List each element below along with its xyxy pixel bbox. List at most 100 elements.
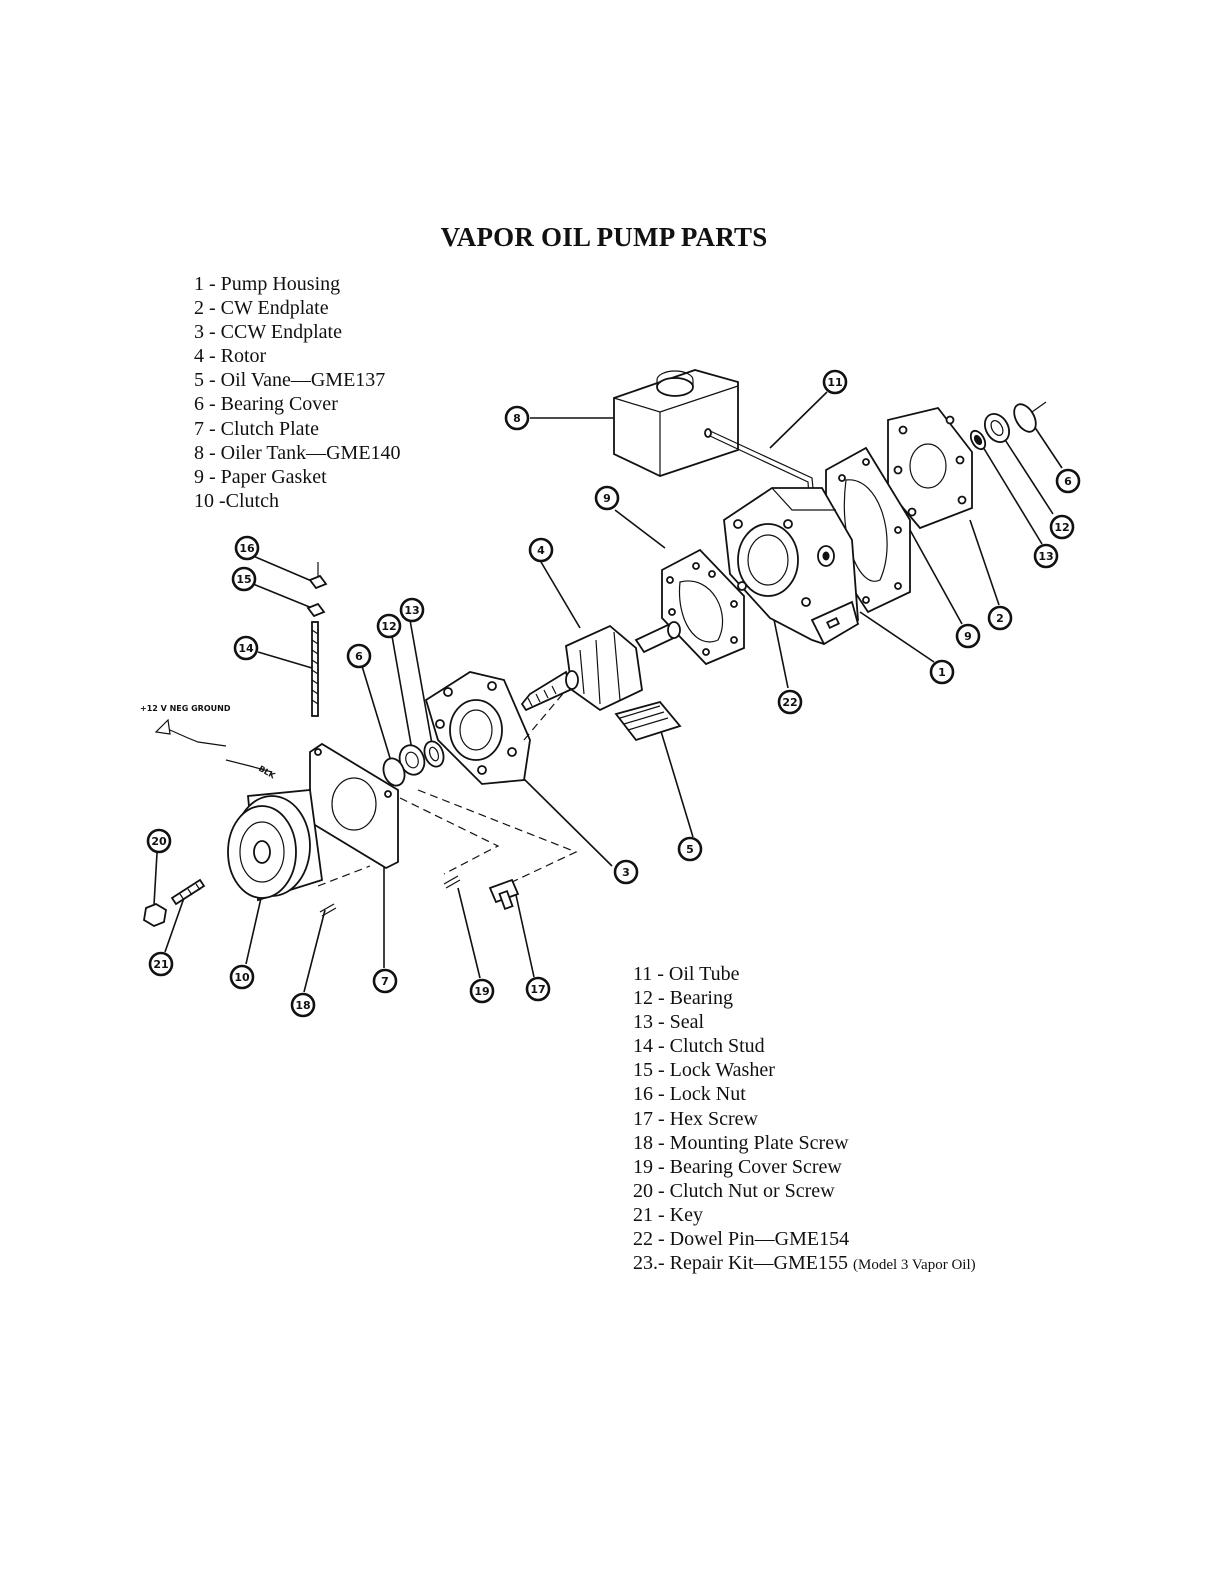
part-item: 23.- Repair Kit—GME155 (Model 3 Vapor Oi… <box>633 1251 976 1277</box>
callout-circle <box>777 689 803 715</box>
callout-circle <box>504 405 530 431</box>
callout-number: 11 <box>827 376 842 389</box>
bearing-right <box>983 412 1011 444</box>
part-item: 17 - Hex Screw <box>633 1107 758 1130</box>
clutch-pulley <box>227 789 323 902</box>
callout-19: 19 <box>469 978 495 1004</box>
callout-number: 21 <box>153 958 168 971</box>
callout-number: 6 <box>355 650 363 663</box>
callout-number: 7 <box>381 975 389 988</box>
part-item-note: (Model 3 Vapor Oil) <box>852 1257 976 1274</box>
callout-circle <box>376 613 402 639</box>
callout-number: 3 <box>622 866 630 879</box>
callout-circle <box>290 992 316 1018</box>
lock-washer <box>306 602 326 618</box>
part-item: 15 - Lock Washer <box>633 1059 775 1082</box>
cw-endplate <box>887 406 973 530</box>
part-item: 20 - Clutch Nut or Screw <box>633 1179 835 1202</box>
clutch-stud <box>311 621 319 717</box>
callout-14: 14 <box>233 635 259 661</box>
callout-16: 16 <box>234 535 260 561</box>
callout-8: 8 <box>504 405 530 431</box>
callout-number: 19 <box>474 985 489 998</box>
callout-number: 12 <box>381 620 396 633</box>
callout-13: 13 <box>399 597 425 623</box>
callout-12: 12 <box>376 613 402 639</box>
callout-number: 13 <box>404 604 419 617</box>
callout-number: 10 <box>234 971 250 984</box>
callout-circle <box>525 976 551 1002</box>
callout-circle <box>399 597 425 623</box>
part-item: 12 - Bearing <box>633 987 733 1010</box>
part-item: 13 - Seal <box>633 1011 705 1034</box>
ccw-endplate <box>424 671 531 785</box>
part-item: 18 - Mounting Plate Screw <box>633 1131 849 1154</box>
rotor <box>520 621 681 712</box>
page-title: VAPOR OIL PUMP PARTS <box>440 222 768 252</box>
callout-12: 12 <box>1049 514 1075 540</box>
callout-1: 1 <box>929 659 955 685</box>
leader-lines <box>153 391 1063 993</box>
callout-number: 20 <box>151 835 167 848</box>
callout-circle <box>234 535 260 561</box>
part-item: 7 - Clutch Plate <box>194 417 319 440</box>
callout-circle <box>146 828 172 854</box>
callout-number: 8 <box>513 412 521 425</box>
callout-9: 9 <box>594 485 620 511</box>
callout-circle <box>613 859 639 885</box>
callout-6: 6 <box>346 643 372 669</box>
callout-circle <box>929 659 955 685</box>
callout-number: 12 <box>1054 521 1069 534</box>
part-item: 2 - CW Endplate <box>194 297 329 320</box>
seal-right <box>969 429 987 451</box>
callout-9: 9 <box>955 623 981 649</box>
callout-5: 5 <box>677 836 703 862</box>
paper-gasket-left <box>661 548 745 666</box>
key <box>170 878 206 906</box>
callout-circle <box>677 836 703 862</box>
callout-7: 7 <box>372 968 398 994</box>
part-item: 5 - Oil Vane—GME137 <box>194 369 386 392</box>
parts-list-bottom: 11 - Oil Tube 12 - Bearing 13 - Seal 14 … <box>633 962 976 1277</box>
callout-circle <box>528 537 554 563</box>
callout-circle <box>1049 514 1075 540</box>
hex-screw <box>488 878 520 911</box>
pump-housing <box>723 487 860 646</box>
callout-13: 13 <box>1033 543 1059 569</box>
callout-circle <box>1033 543 1059 569</box>
assembly-lines <box>317 689 578 887</box>
bearing-cover-screw <box>443 875 461 889</box>
callout-2: 2 <box>987 605 1013 631</box>
callout-number: 13 <box>1038 550 1053 563</box>
part-item-text: 23.- Repair Kit—GME155 <box>633 1252 848 1275</box>
part-item: 11 - Oil Tube <box>633 963 740 985</box>
callout-number: 1 <box>938 666 946 679</box>
oil-vane <box>614 700 682 742</box>
callout-number: 4 <box>537 544 545 557</box>
bearing-cover-left <box>382 757 406 787</box>
wiring: +12 V NEG GROUND BLK <box>140 704 277 781</box>
callout-circle <box>955 623 981 649</box>
callout-circle <box>346 643 372 669</box>
callout-15: 15 <box>231 566 257 592</box>
part-item: 1 - Pump Housing <box>194 273 341 295</box>
wire-label-blk: BLK <box>257 764 277 781</box>
callout-circle <box>372 968 398 994</box>
callout-6: 6 <box>1055 468 1081 494</box>
wire-label-ground: +12 V NEG GROUND <box>140 704 231 713</box>
part-item: 9 - Paper Gasket <box>194 465 327 488</box>
part-item: 22 - Dowel Pin—GME154 <box>633 1228 850 1251</box>
callout-number: 16 <box>239 542 255 555</box>
part-item: 4 - Rotor <box>194 345 267 368</box>
part-item: 16 - Lock Nut <box>633 1083 746 1106</box>
callout-17: 17 <box>525 976 551 1002</box>
callout-number: 6 <box>1064 475 1072 488</box>
callout-number: 15 <box>236 573 251 586</box>
callout-number: 17 <box>530 983 545 996</box>
callout-circle <box>594 485 620 511</box>
callout-4: 4 <box>528 537 554 563</box>
callout-number: 9 <box>964 630 972 643</box>
part-item: 6 - Bearing Cover <box>194 393 338 416</box>
callout-circle <box>231 566 257 592</box>
